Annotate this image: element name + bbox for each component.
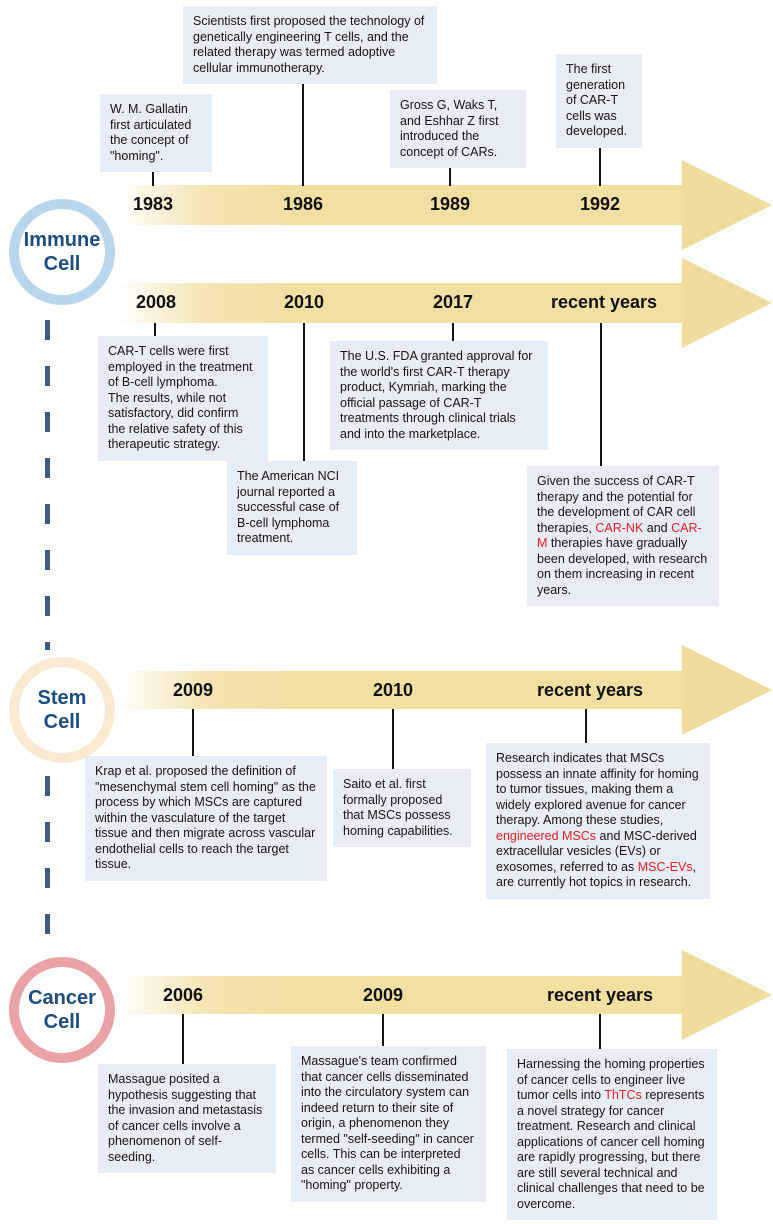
event-tick-line bbox=[585, 709, 587, 743]
immune-timeline-band-1 bbox=[115, 185, 685, 225]
event-text: Massague posited a hypothesis suggesting… bbox=[108, 1072, 263, 1164]
highlight-engineered-mscs: engineered MSCs bbox=[496, 828, 597, 843]
highlight-thtcs: ThTCs bbox=[604, 1088, 642, 1102]
event-tick-line bbox=[192, 709, 194, 756]
event-box-nci-2010: The American NCI journal reported a succ… bbox=[227, 461, 357, 555]
event-box-car-nk-car-m-recent: Given the success of CAR-T therapy and t… bbox=[527, 466, 719, 606]
text-segment: Harnessing the homing properties of canc… bbox=[517, 1057, 705, 1102]
immune-cell-label-line2: Cell bbox=[43, 253, 81, 275]
highlight-car-nk: CAR-NK bbox=[595, 520, 644, 535]
event-tick-line bbox=[182, 1014, 184, 1064]
year-label-2017: 2017 bbox=[432, 292, 474, 312]
event-box-cart-lymphoma-2008: CAR-T cells were first employed in the t… bbox=[98, 336, 268, 461]
event-box-gallatin-1983: W. M. Gallatin first articulated the con… bbox=[100, 94, 212, 172]
event-box-first-generation-1992: The first generation of CAR-T cells was … bbox=[556, 54, 642, 148]
stem-timeline-band bbox=[115, 671, 685, 709]
dashed-connector bbox=[45, 320, 50, 650]
year-label-recent-years: recent years bbox=[550, 292, 658, 312]
year-label-1989: 1989 bbox=[429, 194, 471, 214]
year-label-1992: 1992 bbox=[579, 194, 621, 214]
cancer-cell-label-line1: Cancer bbox=[28, 987, 96, 1009]
event-tick-line bbox=[452, 323, 454, 341]
year-label-2008: 2008 bbox=[135, 292, 177, 312]
text-segment: and MSC-derived extracellular vesicles (… bbox=[496, 828, 697, 874]
highlight-msc-evs: MSC-EVs bbox=[637, 859, 693, 874]
text-segment: represents a novel strategy for cancer t… bbox=[517, 1088, 705, 1211]
year-label-2009: 2009 bbox=[362, 985, 404, 1005]
event-box-krap-2009: Krap et al. proposed the definition of "… bbox=[85, 756, 327, 881]
event-tick-line bbox=[599, 146, 601, 186]
stem-cell-label-line2: Cell bbox=[43, 711, 81, 733]
cancer-timeline-band bbox=[115, 976, 685, 1014]
event-text: Massague's team confirmed that cancer ce… bbox=[301, 1054, 474, 1192]
event-text: Harnessing the homing properties of canc… bbox=[517, 1057, 707, 1212]
event-box-fda-kymriah-2017: The U.S. FDA granted approval for the wo… bbox=[330, 341, 548, 450]
arrow-head-icon bbox=[682, 950, 772, 1040]
event-box-gross-1989: Gross G, Waks T, and Eshhar Z first intr… bbox=[390, 90, 526, 168]
cancer-cell-label-line2: Cell bbox=[43, 1011, 81, 1033]
immune-cell-badge: Immune Cell bbox=[9, 199, 115, 305]
dashed-connector bbox=[45, 776, 50, 952]
year-label-2006: 2006 bbox=[162, 985, 204, 1005]
event-tick-line bbox=[303, 323, 305, 461]
cancer-cell-badge: Cancer Cell bbox=[9, 957, 115, 1063]
event-text: Saito et al. first formally proposed tha… bbox=[343, 777, 453, 838]
event-box-scientists-1986: Scientists first proposed the technology… bbox=[183, 6, 437, 84]
text-segment: , are currently hot topics in research. bbox=[496, 859, 697, 890]
arrow-head-icon bbox=[682, 645, 772, 735]
event-text: W. M. Gallatin first articulated the con… bbox=[110, 102, 192, 163]
event-tick-line bbox=[382, 1014, 384, 1046]
event-tick-line bbox=[449, 168, 451, 186]
event-tick-line bbox=[600, 323, 602, 466]
event-tick-line bbox=[392, 709, 394, 769]
event-text: Gross G, Waks T, and Eshhar Z first intr… bbox=[400, 98, 499, 159]
event-tick-line bbox=[154, 323, 156, 336]
event-text: Research indicates that MSCs possess an … bbox=[496, 751, 700, 891]
event-text: The first generation of CAR-T cells was … bbox=[566, 62, 628, 138]
event-text: CAR-T cells were first employed in the t… bbox=[108, 344, 253, 451]
event-text: The U.S. FDA granted approval for the wo… bbox=[340, 349, 533, 441]
year-label-2009: 2009 bbox=[172, 680, 214, 700]
event-text: Given the success of CAR-T therapy and t… bbox=[537, 474, 709, 598]
year-label-2010: 2010 bbox=[372, 680, 414, 700]
year-label-2010: 2010 bbox=[283, 292, 325, 312]
event-box-thtc-recent: Harnessing the homing properties of canc… bbox=[507, 1049, 717, 1220]
arrow-head-icon bbox=[682, 258, 772, 348]
year-label-recent-years: recent years bbox=[546, 985, 654, 1005]
event-box-msc-research-recent: Research indicates that MSCs possess an … bbox=[486, 743, 710, 899]
immune-timeline-band-2 bbox=[115, 283, 685, 323]
event-text: The American NCI journal reported a succ… bbox=[237, 469, 340, 545]
event-tick-line bbox=[599, 1014, 601, 1049]
event-text: Scientists first proposed the technology… bbox=[193, 14, 425, 75]
event-tick-line bbox=[152, 172, 154, 186]
text-segment: and bbox=[643, 520, 672, 535]
event-box-massague-hypothesis-2006: Massague posited a hypothesis suggesting… bbox=[98, 1064, 276, 1173]
arrow-head-icon bbox=[682, 160, 772, 250]
highlight-car-m: CAR-M bbox=[537, 520, 702, 551]
event-text: Krap et al. proposed the definition of "… bbox=[95, 764, 316, 871]
text-segment: therapies have gradually been developed,… bbox=[537, 536, 708, 597]
stem-cell-label-line1: Stem bbox=[37, 687, 87, 709]
event-tick-line bbox=[302, 82, 304, 186]
text-segment: Research indicates that MSCs possess an … bbox=[496, 751, 699, 827]
stem-cell-badge: Stem Cell bbox=[9, 657, 115, 763]
immune-cell-label-line1: Immune bbox=[23, 229, 101, 251]
year-label-1986: 1986 bbox=[282, 194, 324, 214]
text-segment: Given the success of CAR-T therapy and t… bbox=[537, 474, 696, 535]
year-label-1983: 1983 bbox=[132, 194, 174, 214]
year-label-recent-years: recent years bbox=[536, 680, 644, 700]
event-box-massague-confirmed-2009: Massague's team confirmed that cancer ce… bbox=[291, 1046, 486, 1202]
event-box-saito-2010: Saito et al. first formally proposed tha… bbox=[333, 769, 471, 847]
